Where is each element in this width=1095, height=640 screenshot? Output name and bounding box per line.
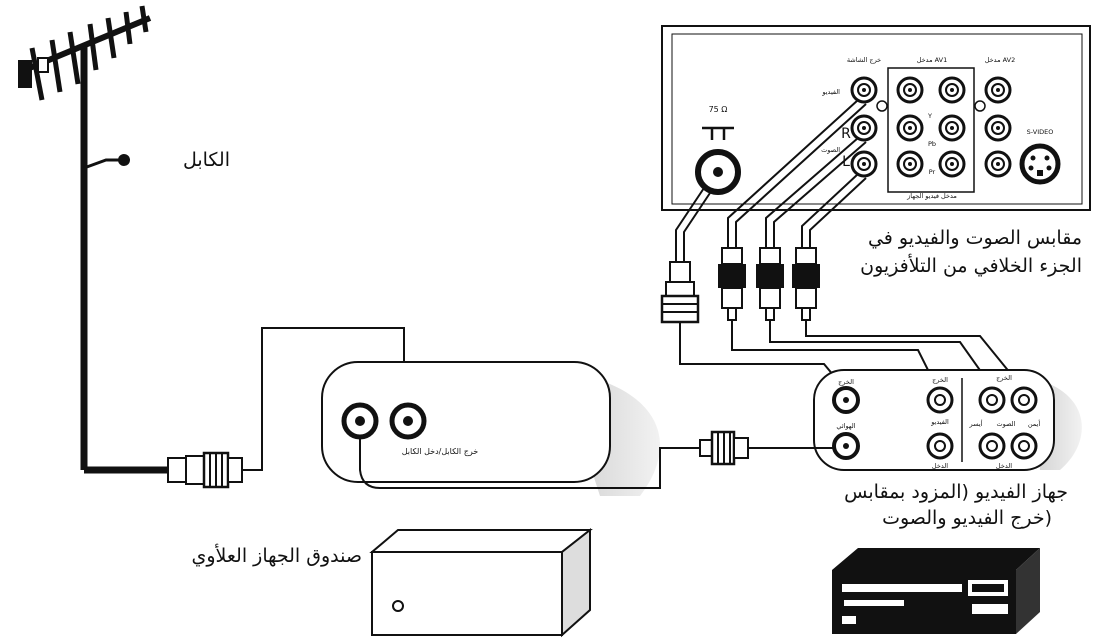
vcr-out-label: الخرج: [838, 378, 854, 386]
vcr-right-label: أيمن: [1028, 419, 1041, 428]
tv-l-label: L: [842, 154, 850, 170]
tv-y-label: Y: [927, 112, 932, 120]
box-port-label: خرج الكابل/دخل الكابل: [402, 447, 479, 456]
vcr-rca-jacks: [926, 386, 1038, 460]
vcr-antenna-label: الهوائي: [836, 422, 855, 430]
vcr-left-label: أيسر: [969, 419, 983, 428]
tv-pr-label: Pr: [929, 168, 936, 176]
tv-rear-panel: 75 Ω خرج الشاشة مدخل AV1 مدخل AV2 S-VIDE…: [661, 25, 1091, 211]
cable-box-to-vcr: [359, 437, 700, 489]
cable-tv-ant-to-vcr: [679, 322, 835, 377]
vcr-out-label-3: الخرج: [996, 374, 1012, 382]
settop-box-rear: خرج الكابل/دخل الكابل: [321, 361, 661, 496]
rca-plug-video: [718, 247, 746, 321]
box-port-out: [389, 402, 427, 440]
vcr-icon: [832, 548, 1040, 634]
antenna-icon: [18, 5, 170, 474]
tv-av1-label: مدخل AV1: [917, 56, 948, 64]
rca-cables: [727, 99, 867, 248]
rca-plug-audio-r: [756, 247, 784, 321]
vcr-audio-label: الصوت: [997, 420, 1016, 428]
vcr-out-label-2: الخرج: [932, 376, 948, 384]
rca-plug-audio-l: [792, 247, 820, 321]
tv-component-label: مدخل فيديو الجهاز: [906, 192, 957, 200]
antenna-coax-connector: [167, 451, 243, 489]
tv-av2-label: مدخل AV2: [985, 56, 1016, 64]
tv-audio-label: الصوت: [821, 146, 840, 154]
tv-antenna-input: [695, 149, 741, 195]
tv-jacks-label-line1: مقابس الصوت والفيديو في: [868, 227, 1082, 249]
tv-r-label: R: [841, 126, 851, 142]
tv-rca-jacks: [850, 76, 1012, 178]
vcr-label-line2: خرج الفيديو والصوت): [882, 507, 1052, 529]
vcr-in-label: الدخل: [932, 462, 948, 470]
tv-pb-label: Pb: [928, 140, 936, 148]
vcr-in-label-2: الدخل: [996, 462, 1012, 470]
vcr-rf-in: [832, 432, 860, 460]
vcr-coax-connector: [699, 430, 749, 466]
tv-ant-label: 75 Ω: [709, 105, 728, 114]
vcr-video-label: الفيديو: [930, 418, 949, 426]
cable-antenna-to-box: [242, 327, 405, 471]
vcr-label-line1: جهاز الفيديو (المزود بمقابس: [844, 481, 1068, 503]
tv-video-label: الفيديو: [821, 88, 840, 96]
tv-svideo-jack: [1019, 143, 1061, 185]
tv-monitor-out-label: خرج الشاشة: [847, 56, 881, 64]
settop-label: صندوق الجهاز العلأوي: [191, 544, 362, 567]
settop-box-icon: [369, 527, 593, 638]
box-port-in: [341, 402, 379, 440]
tv-svideo-label: S-VIDEO: [1027, 128, 1054, 136]
tv-coax-connector: [660, 261, 700, 324]
vcr-rear-panel: الخرج الهوائي الخرج الفيديو الدخل الخرج …: [813, 369, 1082, 471]
tv-jacks-label-line2: الجزء الخلافي من التلأفزيون: [860, 254, 1082, 277]
cable-label: الكابل: [183, 149, 230, 171]
vcr-rf-out: [832, 386, 860, 414]
